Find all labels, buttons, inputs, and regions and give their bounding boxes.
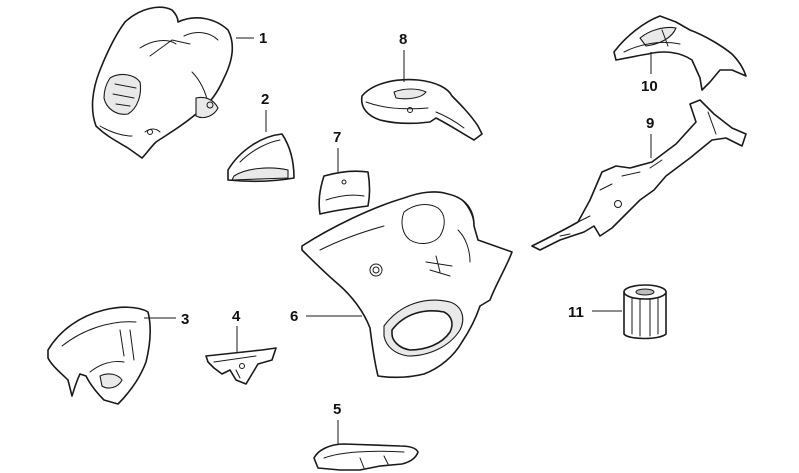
part-9-frame-rail[interactable]: [531, 99, 747, 251]
callout-7: 7: [333, 129, 341, 146]
leader-lines: [144, 37, 652, 444]
part-10-rear-cover[interactable]: [613, 15, 747, 91]
part-6-side-panel[interactable]: [301, 191, 513, 379]
callout-2: 2: [261, 91, 269, 108]
callout-11: 11: [568, 304, 584, 321]
part-4-bracket[interactable]: [205, 347, 277, 385]
part-11-oil-filter[interactable]: [623, 284, 667, 340]
callout-9: 9: [646, 115, 654, 132]
callout-4: 4: [232, 308, 241, 325]
callout-10: 10: [641, 78, 658, 95]
part-7-cover-plate[interactable]: [318, 170, 371, 215]
part-8-tank-cover[interactable]: [360, 78, 483, 141]
callout-8: 8: [399, 31, 407, 48]
callout-5: 5: [333, 401, 341, 418]
part-2-mirror-cap[interactable]: [227, 133, 295, 183]
callout-labels: 1 2 3 4 5 6 7 8 9 10 11: [181, 30, 658, 418]
callout-6: 6: [290, 308, 298, 325]
callout-3: 3: [181, 311, 189, 328]
part-5-lower-trim[interactable]: [313, 443, 419, 471]
part-3-side-cover[interactable]: [47, 306, 151, 405]
callout-1: 1: [259, 30, 267, 47]
part-1-front-fairing[interactable]: [91, 6, 234, 159]
